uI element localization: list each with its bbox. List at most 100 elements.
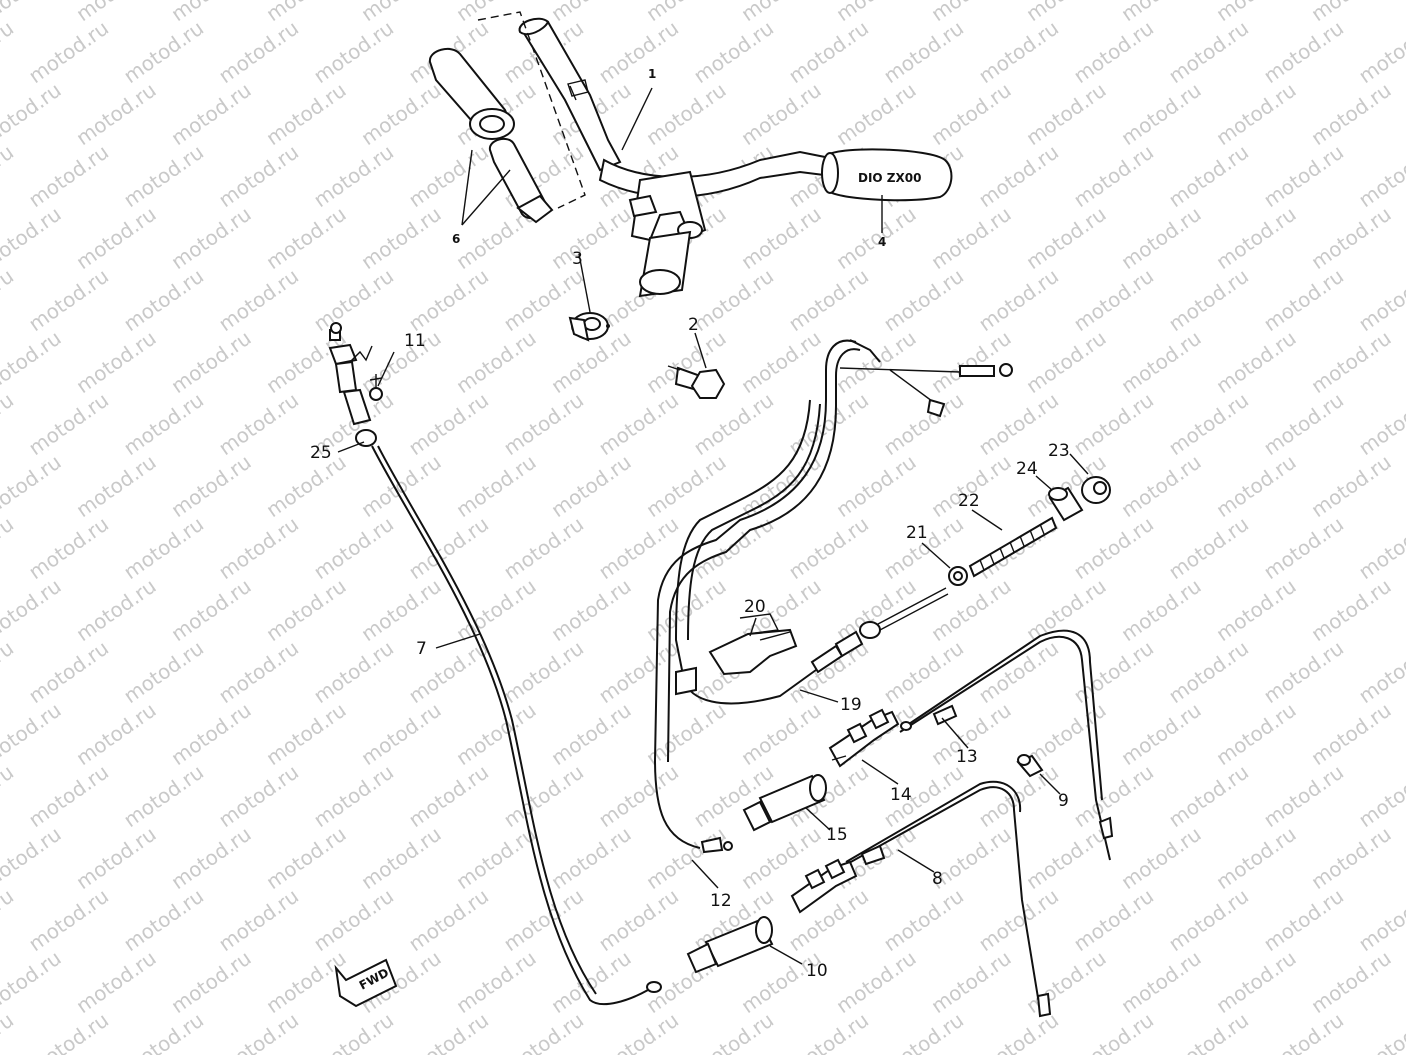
watermark-text: motod.ru: [24, 140, 113, 212]
watermark-text: motod.ru: [1307, 946, 1396, 1018]
watermark-text: motod.ru: [1117, 822, 1206, 894]
watermark-text: motod.ru: [214, 884, 303, 956]
watermark-text: motod.ru: [1069, 884, 1158, 956]
watermark-text: motod.ru: [1212, 0, 1301, 26]
grip-lettering: DIO ZX00: [858, 171, 921, 185]
watermark-text: motod.ru: [1117, 326, 1206, 398]
watermark-text: motod.ru: [1259, 884, 1348, 956]
watermark-text: motod.ru: [262, 78, 351, 150]
watermark-text: motod.ru: [547, 698, 636, 770]
watermark-text: motod.ru: [547, 202, 636, 274]
watermark-text: motod.ru: [1212, 574, 1301, 646]
watermark-text: motod.ru: [1164, 140, 1253, 212]
left-grip: [428, 47, 554, 224]
sleeve-part-9: [1016, 754, 1044, 778]
watermark-text: motod.ru: [262, 450, 351, 522]
watermark-text: motod.ru: [642, 78, 731, 150]
bracket-part-20: [708, 613, 798, 676]
callout-21: 21: [906, 523, 928, 543]
watermark-text: motod.ru: [167, 822, 256, 894]
watermark-text: motod.ru: [214, 512, 303, 584]
watermark-text: motod.ru: [167, 698, 256, 770]
watermark-text: motod.ru: [1117, 574, 1206, 646]
watermark-text: motod.ru: [832, 450, 921, 522]
watermark-text: motod.ru: [1164, 16, 1253, 88]
watermark-text: motod.ru: [737, 202, 826, 274]
cable-19: [674, 399, 949, 705]
watermark-text: motod.ru: [1022, 574, 1111, 646]
watermark-text: motod.ru: [357, 822, 446, 894]
watermark-text: motod.ru: [1259, 760, 1348, 832]
watermark-text: motod.ru: [927, 450, 1016, 522]
watermark-text: motod.ru: [1069, 1008, 1158, 1055]
watermark-text: motod.ru: [1259, 264, 1348, 336]
watermark-text: motod.ru: [0, 16, 18, 88]
watermark-text: motod.ru: [72, 574, 161, 646]
watermark-text: motod.ru: [1212, 946, 1301, 1018]
watermark-text: motod.ru: [452, 946, 541, 1018]
spring-part-22: [968, 516, 1058, 578]
watermark-text: motod.ru: [0, 636, 18, 708]
watermark-text: motod.ru: [24, 388, 113, 460]
watermark-text: motod.ru: [0, 78, 66, 150]
watermark-text: motod.ru: [879, 884, 968, 956]
watermark-text: motod.ru: [642, 574, 731, 646]
watermark-text: motod.ru: [0, 884, 18, 956]
watermark-text: motod.ru: [214, 760, 303, 832]
watermark-text: motod.ru: [404, 140, 493, 212]
watermark-text: motod.ru: [214, 16, 303, 88]
watermark-text: motod.ru: [309, 16, 398, 88]
callout-2: 2: [688, 315, 699, 335]
watermark-text: motod.ru: [594, 388, 683, 460]
watermark-text: motod.ru: [214, 1008, 303, 1055]
watermark-text: motod.ru: [404, 388, 493, 460]
watermark-text: motod.ru: [262, 202, 351, 274]
watermark-text: motod.ru: [72, 326, 161, 398]
watermark-text: motod.ru: [1259, 512, 1348, 584]
watermark-text: motod.ru: [879, 388, 968, 460]
tube-part-10: [686, 916, 774, 974]
watermark-text: motod.ru: [119, 264, 208, 336]
watermark-text: motod.ru: [642, 0, 731, 26]
watermark-text: motod.ru: [1117, 946, 1206, 1018]
watermark-text: motod.ru: [357, 0, 446, 26]
watermark-text: motod.ru: [1307, 698, 1396, 770]
watermark-text: motod.ru: [1069, 512, 1158, 584]
watermark-text: motod.ru: [167, 202, 256, 274]
watermark-text: motod.ru: [24, 760, 113, 832]
callout-22: 22: [958, 491, 980, 511]
watermark-text: motod.ru: [24, 512, 113, 584]
watermark-text: motod.ru: [0, 1008, 18, 1055]
watermark-text: motod.ru: [1402, 450, 1406, 522]
watermark-text: motod.ru: [357, 574, 446, 646]
callout-13: 13: [956, 747, 978, 767]
watermark-text: motod.ru: [119, 140, 208, 212]
watermark-text: motod.ru: [594, 1008, 683, 1055]
watermark-text: motod.ru: [0, 698, 66, 770]
watermark-text: motod.ru: [832, 78, 921, 150]
watermark-text: motod.ru: [832, 326, 921, 398]
callout-4: 4: [878, 235, 886, 249]
watermark-text: motod.ru: [1022, 202, 1111, 274]
callouts: 1 2 3 4 6 7 8 9 10 11 12 13 14 15 19 20 …: [310, 67, 1070, 981]
callout-12: 12: [710, 891, 732, 911]
watermark-text: motod.ru: [547, 574, 636, 646]
watermark-text: motod.ru: [642, 822, 731, 894]
watermark-text: motod.ru: [1307, 326, 1396, 398]
watermark-text: motod.ru: [1212, 202, 1301, 274]
watermark-text: motod.ru: [832, 202, 921, 274]
watermark-text: motod.ru: [24, 264, 113, 336]
callout-15: 15: [826, 825, 848, 845]
watermark-text: motod.ru: [832, 0, 921, 26]
watermark-text: motod.ru: [167, 326, 256, 398]
watermark-text: motod.ru: [1069, 760, 1158, 832]
watermark-text: motod.ru: [1307, 202, 1396, 274]
watermark-text: motod.ru: [72, 946, 161, 1018]
watermark-text: motod.ru: [499, 636, 588, 708]
leader-lines: [337, 87, 1089, 965]
callout-8: 8: [932, 869, 943, 889]
tube-part-15: [742, 774, 827, 832]
watermark-text: motod.ru: [0, 140, 18, 212]
watermark-text: motod.ru: [927, 326, 1016, 398]
callout-19: 19: [840, 695, 862, 715]
